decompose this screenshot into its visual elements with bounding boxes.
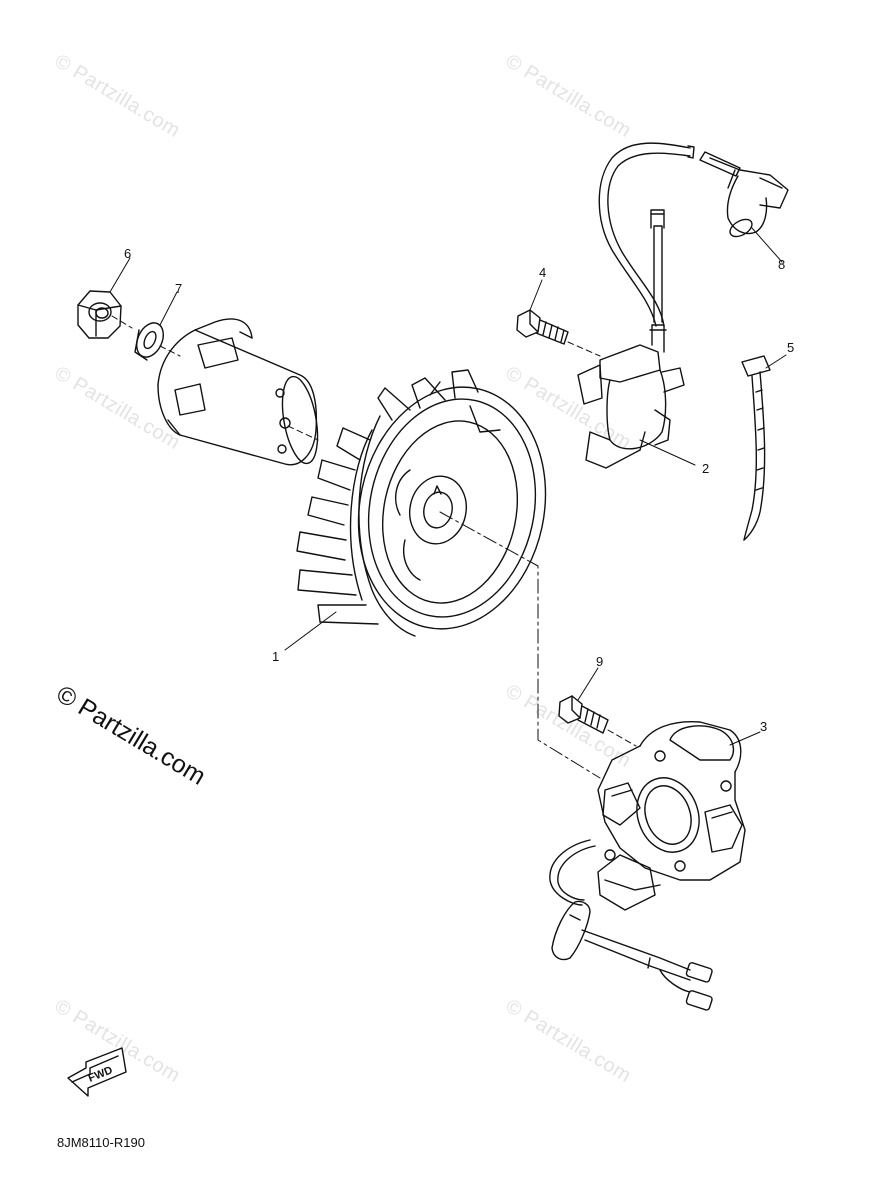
callout-6: 6 [124, 246, 132, 261]
callout-4: 4 [539, 265, 547, 280]
ht-lead [598, 142, 695, 327]
leader-lines [109, 227, 787, 779]
bolt-part-9 [558, 695, 609, 734]
washer-part-7 [134, 322, 164, 361]
callout-2: 2 [702, 461, 710, 476]
bolt-part-4 [516, 309, 569, 345]
callout-1: 1 [272, 649, 280, 664]
fwd-arrow-icon: FWD [67, 1047, 127, 1097]
callout-9: 9 [596, 654, 604, 669]
callout-7: 7 [175, 281, 183, 296]
stator-part-3 [549, 721, 746, 1011]
ignition-coil-part-2 [577, 324, 685, 469]
flywheel-part-1 [296, 369, 547, 637]
callout-5: 5 [787, 340, 795, 355]
coil-lead-wire [650, 209, 665, 323]
diagram-code: 8JM8110-R190 [57, 1135, 145, 1150]
callout-8: 8 [778, 257, 786, 272]
spark-plug-cap-part-8 [699, 151, 789, 238]
rotor-cup [157, 318, 319, 466]
cable-tie-part-5 [741, 355, 771, 541]
callout-3: 3 [760, 719, 768, 734]
nut-part-6 [77, 290, 122, 339]
